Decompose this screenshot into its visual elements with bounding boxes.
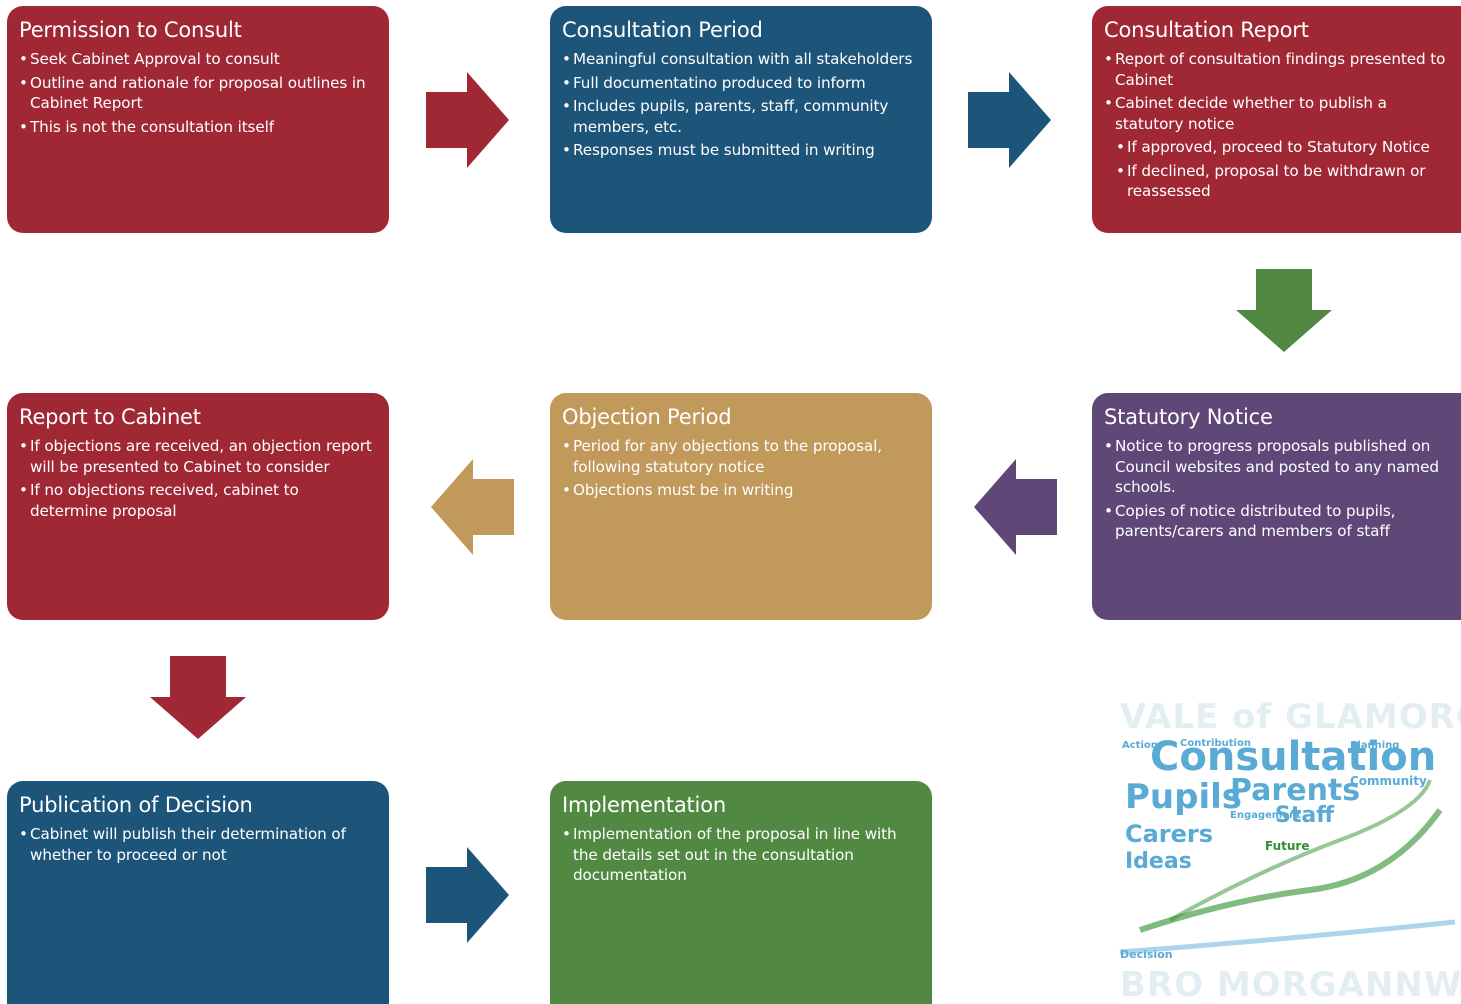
wordcloud-word: Action [1122,740,1158,751]
box-title: Objection Period [562,405,732,429]
list-item: Implementation of the proposal in line w… [562,824,922,886]
arrow-left-icon [431,459,514,555]
list-item: Cabinet will publish their determination… [19,824,379,865]
wordcloud-word: Parents [1230,773,1360,808]
box-objection-period: Objection Period Period for any objectio… [550,393,932,620]
arrow-right-icon [426,72,509,168]
wordcloud-word: Pupils [1125,777,1242,817]
wordcloud-word: Planning [1350,740,1399,751]
list-item: If no objections received, cabinet to de… [19,480,379,521]
box-list: Cabinet will publish their determination… [19,824,379,865]
list-item: Includes pupils, parents, staff, communi… [562,96,922,137]
arrow-down-icon [150,656,246,739]
box-title: Permission to Consult [19,18,242,42]
box-title: Consultation Period [562,18,763,42]
wordcloud-word: Carers [1125,820,1213,848]
wordcloud-word: Future [1265,839,1309,853]
box-statutory-notice: Statutory Notice Notice to progress prop… [1092,393,1461,620]
wordcloud-word: Engagement [1230,810,1301,821]
box-consultation-period: Consultation Period Meaningful consultat… [550,6,932,233]
wordcloud-header: VALE of GLAMORGAN [1120,697,1461,737]
list-item: Report of consultation findings presente… [1104,49,1451,90]
box-implementation: Implementation Implementation of the pro… [550,781,932,1004]
wordcloud-big-word: Consultation [1150,734,1436,780]
list-item: If objections are received, an objection… [19,436,379,477]
vale-of-glamorgan-wordcloud-logo: VALE of GLAMORGAN Consultation Pupils Pa… [1119,697,1461,1004]
list-subitem: If approved, proceed to Statutory Notice [1116,137,1451,158]
list-subitem: If declined, proposal to be withdrawn or… [1116,161,1451,202]
box-list: Notice to progress proposals published o… [1104,436,1451,542]
list-item: Period for any objections to the proposa… [562,436,922,477]
box-report-to-cabinet: Report to Cabinet If objections are rece… [7,393,389,620]
list-item: Cabinet decide whether to publish a stat… [1104,93,1451,134]
box-list: Period for any objections to the proposa… [562,436,922,501]
list-item: Full documentatino produced to inform [562,73,922,94]
box-list: Implementation of the proposal in line w… [562,824,922,886]
box-permission-to-consult: Permission to Consult Seek Cabinet Appro… [7,6,389,233]
box-title: Publication of Decision [19,793,253,817]
box-title: Report to Cabinet [19,405,201,429]
box-list: If objections are received, an objection… [19,436,379,521]
wordcloud-word: Staff [1275,803,1335,828]
box-publication-of-decision: Publication of Decision Cabinet will pub… [7,781,389,1004]
arrow-right-icon [968,72,1051,168]
wordcloud-word: Community [1350,774,1427,788]
list-item: Responses must be submitted in writing [562,140,922,161]
box-consultation-report: Consultation Report Report of consultati… [1092,6,1461,233]
list-item: Outline and rationale for proposal outli… [19,73,379,114]
wordcloud-footer: BRO MORGANNWG [1120,965,1461,1004]
wordcloud-word: Ideas [1125,849,1192,874]
box-list: Report of consultation findings presente… [1104,49,1451,202]
box-list: Seek Cabinet Approval to consult Outline… [19,49,379,137]
box-list: Meaningful consultation with all stakeho… [562,49,922,161]
list-item: Copies of notice distributed to pupils, … [1104,501,1451,542]
list-item: Notice to progress proposals published o… [1104,436,1451,498]
box-title: Statutory Notice [1104,405,1273,429]
list-item: This is not the consultation itself [19,117,379,138]
list-item: Meaningful consultation with all stakeho… [562,49,922,70]
box-title: Consultation Report [1104,18,1309,42]
arrow-left-icon [974,459,1057,555]
arrow-down-icon [1236,269,1332,352]
wordcloud-word: Contribution [1180,738,1251,749]
list-item: Objections must be in writing [562,480,922,501]
arrow-right-icon [426,847,509,943]
list-item: Seek Cabinet Approval to consult [19,49,379,70]
box-title: Implementation [562,793,726,817]
